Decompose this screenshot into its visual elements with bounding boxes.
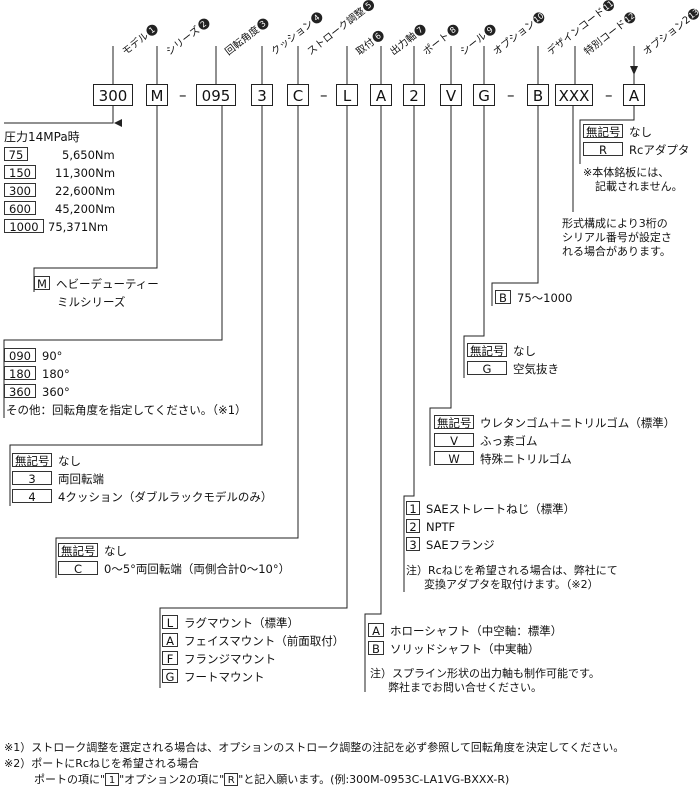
code-dash: – [507, 86, 515, 104]
footnote-2: ※2）ポートにRcねじを希望される場合 [4, 757, 199, 770]
code-dash: – [179, 86, 187, 104]
code-option: G [473, 84, 495, 106]
cushion-row: 無記号なし [12, 453, 81, 469]
code-seal: V [440, 84, 462, 106]
code-cushion: 3 [251, 84, 273, 106]
angle-other: その他：回転角度を指定してください。（※1） [6, 403, 247, 417]
code-model: 300 [93, 84, 133, 106]
special-note-1: 形式構成により3桁の [562, 217, 668, 230]
option-row: 無記号なし [467, 343, 536, 359]
footnote-3: ポートの項に"1"オプション2の項に"R"と記入願います。(例:300M-095… [34, 773, 510, 786]
code-angle: 095 [196, 84, 236, 106]
footnote-1: ※1）ストローク調整を選定される場合は、オプションのストローク調整の注記を必ず参… [4, 741, 625, 754]
seal-row: 無記号ウレタンゴム＋ニトリルゴム（標準） [434, 415, 675, 431]
special-note-3: れる場合があります。 [562, 245, 671, 258]
code-special: XXX [555, 84, 593, 106]
code-port: 2 [403, 84, 425, 106]
code-dash: – [320, 86, 328, 104]
option2-row: 無記号なし [583, 124, 652, 140]
option2-note-2: 記載されません。 [595, 180, 683, 193]
code-option2: A [623, 84, 645, 106]
code-stroke: C [287, 84, 309, 106]
shaft-note-1: 注）スプライン形状の出力軸も制作可能です。 [370, 667, 600, 680]
port-note-1: 注）Rcねじを希望される場合は、弊社にて [406, 564, 618, 577]
option2-note-1: ※本体銘板には、 [583, 166, 670, 179]
port-note-2: 変換アダプタを取付けます。（※2） [424, 578, 599, 591]
code-series: M [146, 84, 168, 106]
code-dash: – [605, 86, 613, 104]
code-design: B [527, 84, 549, 106]
model-title: 圧力14MPa時 [4, 130, 80, 144]
code-shaft: A [370, 84, 392, 106]
shaft-note-2: 弊社までお問い合せください。 [388, 681, 542, 694]
code-mount: L [336, 84, 358, 106]
stroke-row: 無記号なし [58, 543, 127, 559]
series-line2: ミルシリーズ [57, 295, 126, 309]
special-note-2: シリアル番号が設定さ [562, 231, 672, 244]
